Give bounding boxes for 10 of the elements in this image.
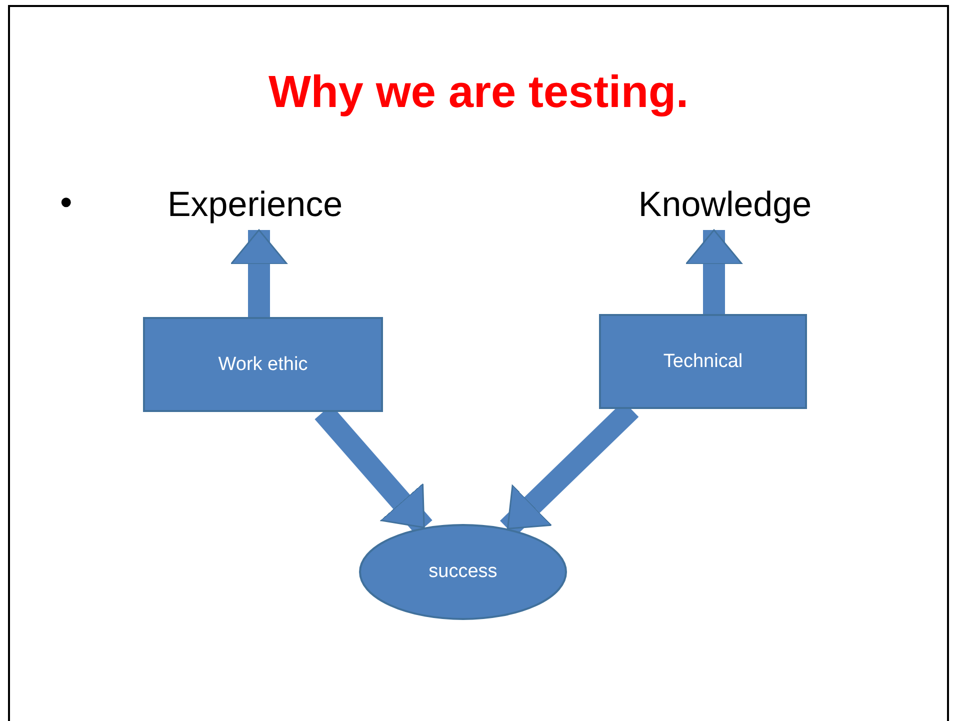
heading-text: Experience [150, 180, 360, 230]
heading-text: Knowledge [620, 180, 830, 230]
process-box: Technical [599, 314, 807, 409]
slide-title: Why we are testing. [267, 66, 690, 118]
node-label: success [428, 561, 498, 583]
process-box: Work ethic [143, 317, 383, 412]
ellipse-node [359, 524, 567, 620]
block-arrow [230, 229, 288, 317]
bullet-point: • [60, 183, 72, 223]
block-arrow [685, 229, 743, 314]
